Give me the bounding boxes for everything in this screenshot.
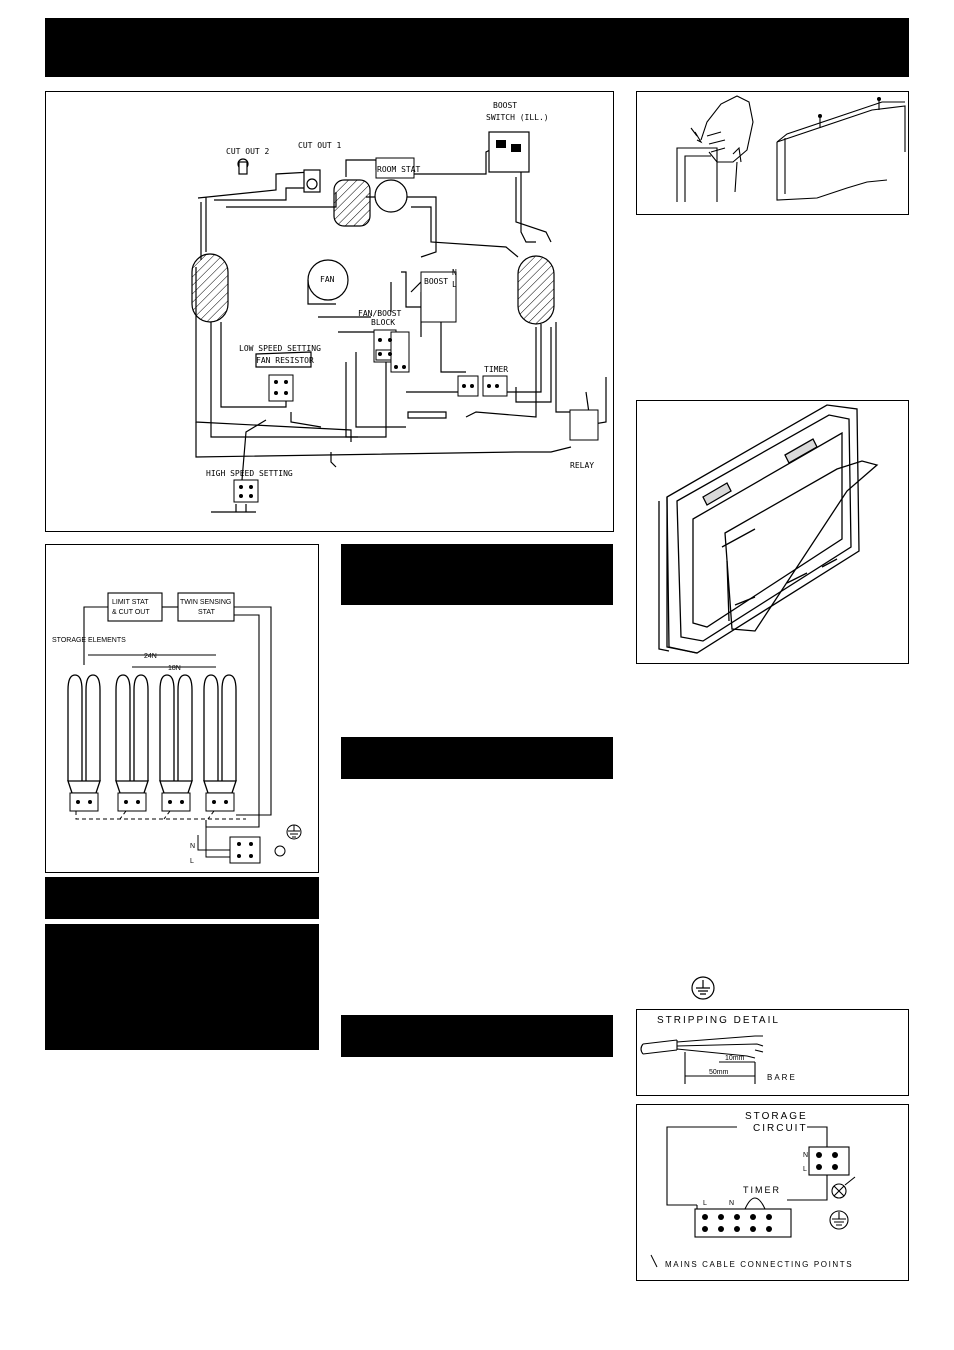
installation-illustration [676,95,906,202]
room-stat-label: ROOM STAT [377,165,421,174]
timer-label: TIMER [484,365,508,374]
dimension-18n: 18N [168,665,181,672]
boost-switch-label-b: SWITCH (ILL.) [486,113,549,122]
stripping-detail-diagram: STRIPPING DETAIL 10mm 50mm BARE [640,1015,797,1084]
twin-sensing-label-b: STAT [198,609,216,616]
timer-connection-label: TIMER [743,1185,781,1195]
earth-icon [691,976,715,1000]
storage-elements-diagram: LIMIT STAT & CUT OUT TWIN SENSING STAT S… [52,592,302,865]
wiring-diagram-panel: BOOST SWITCH (ILL.) CUT OUT 2 CUT OUT 1 … [45,91,614,532]
installation-illustration-panel [636,91,909,215]
storage-elements-label: STORAGE ELEMENTS [52,637,126,644]
storage-circuit-label-a: STORAGE [745,1111,808,1122]
fan-label: FAN [320,275,335,284]
boost-switch-label-a: BOOST [493,101,517,110]
fan-boost-block-label-b: BLOCK [371,318,395,327]
heater-cover-illustration [658,404,879,654]
stripping-detail-title: STRIPPING DETAIL [657,1015,780,1026]
limit-stat-label-a: LIMIT STAT [112,599,149,606]
dimension-24n: 24N [144,653,157,660]
storage-n-terminal-label: N [803,1152,808,1159]
wiring-diagram: BOOST SWITCH (ILL.) CUT OUT 2 CUT OUT 1 … [191,101,607,513]
limit-stat-label-b: & CUT OUT [112,609,150,616]
boost-label: BOOST [424,277,448,286]
dimension-50mm: 50mm [709,1069,729,1076]
fan-resistor-label: FAN RESISTOR [256,356,314,365]
twin-sensing-label-a: TWIN SENSING [180,599,231,606]
cut-out-1-label: CUT OUT 1 [298,141,342,150]
header-bar [45,18,909,77]
section-heading-bar-3 [341,1015,613,1057]
fan-boost-block-label-a: FAN/BOOST [358,309,402,318]
section-heading-bar-4 [45,877,319,919]
section-heading-bar-2 [341,737,613,779]
timer-n-label: N [729,1200,734,1207]
boost-l-label: L [452,280,457,289]
storage-n-label: N [190,843,195,850]
stripping-detail-panel: STRIPPING DETAIL 10mm 50mm BARE [636,1009,909,1096]
high-speed-setting-label: HIGH SPEED SETTING [206,469,293,478]
storage-circuit-label-b: CIRCUIT [753,1123,808,1134]
mains-cable-label: MAINS CABLE CONNECTING POINTS [665,1260,853,1269]
storage-circuit-diagram: STORAGE CIRCUIT TIMER L N N L [650,1111,856,1269]
boost-n-label: N [452,268,457,277]
relay-label: RELAY [570,461,594,470]
section-heading-bar-1 [341,544,613,605]
heater-cover-illustration-panel [636,400,909,664]
storage-circuit-panel: STORAGE CIRCUIT TIMER L N N L [636,1104,909,1281]
storage-elements-panel: LIMIT STAT & CUT OUT TWIN SENSING STAT S… [45,544,319,873]
cut-out-2-label: CUT OUT 2 [226,147,270,156]
low-speed-setting-label: LOW SPEED SETTING [239,344,321,353]
bare-label: BARE [767,1073,797,1082]
timer-l-label: L [703,1200,707,1207]
storage-l-label: L [190,858,194,865]
storage-l-terminal-label: L [803,1166,807,1173]
dimension-10mm: 10mm [725,1055,745,1062]
warning-block [45,924,319,1050]
